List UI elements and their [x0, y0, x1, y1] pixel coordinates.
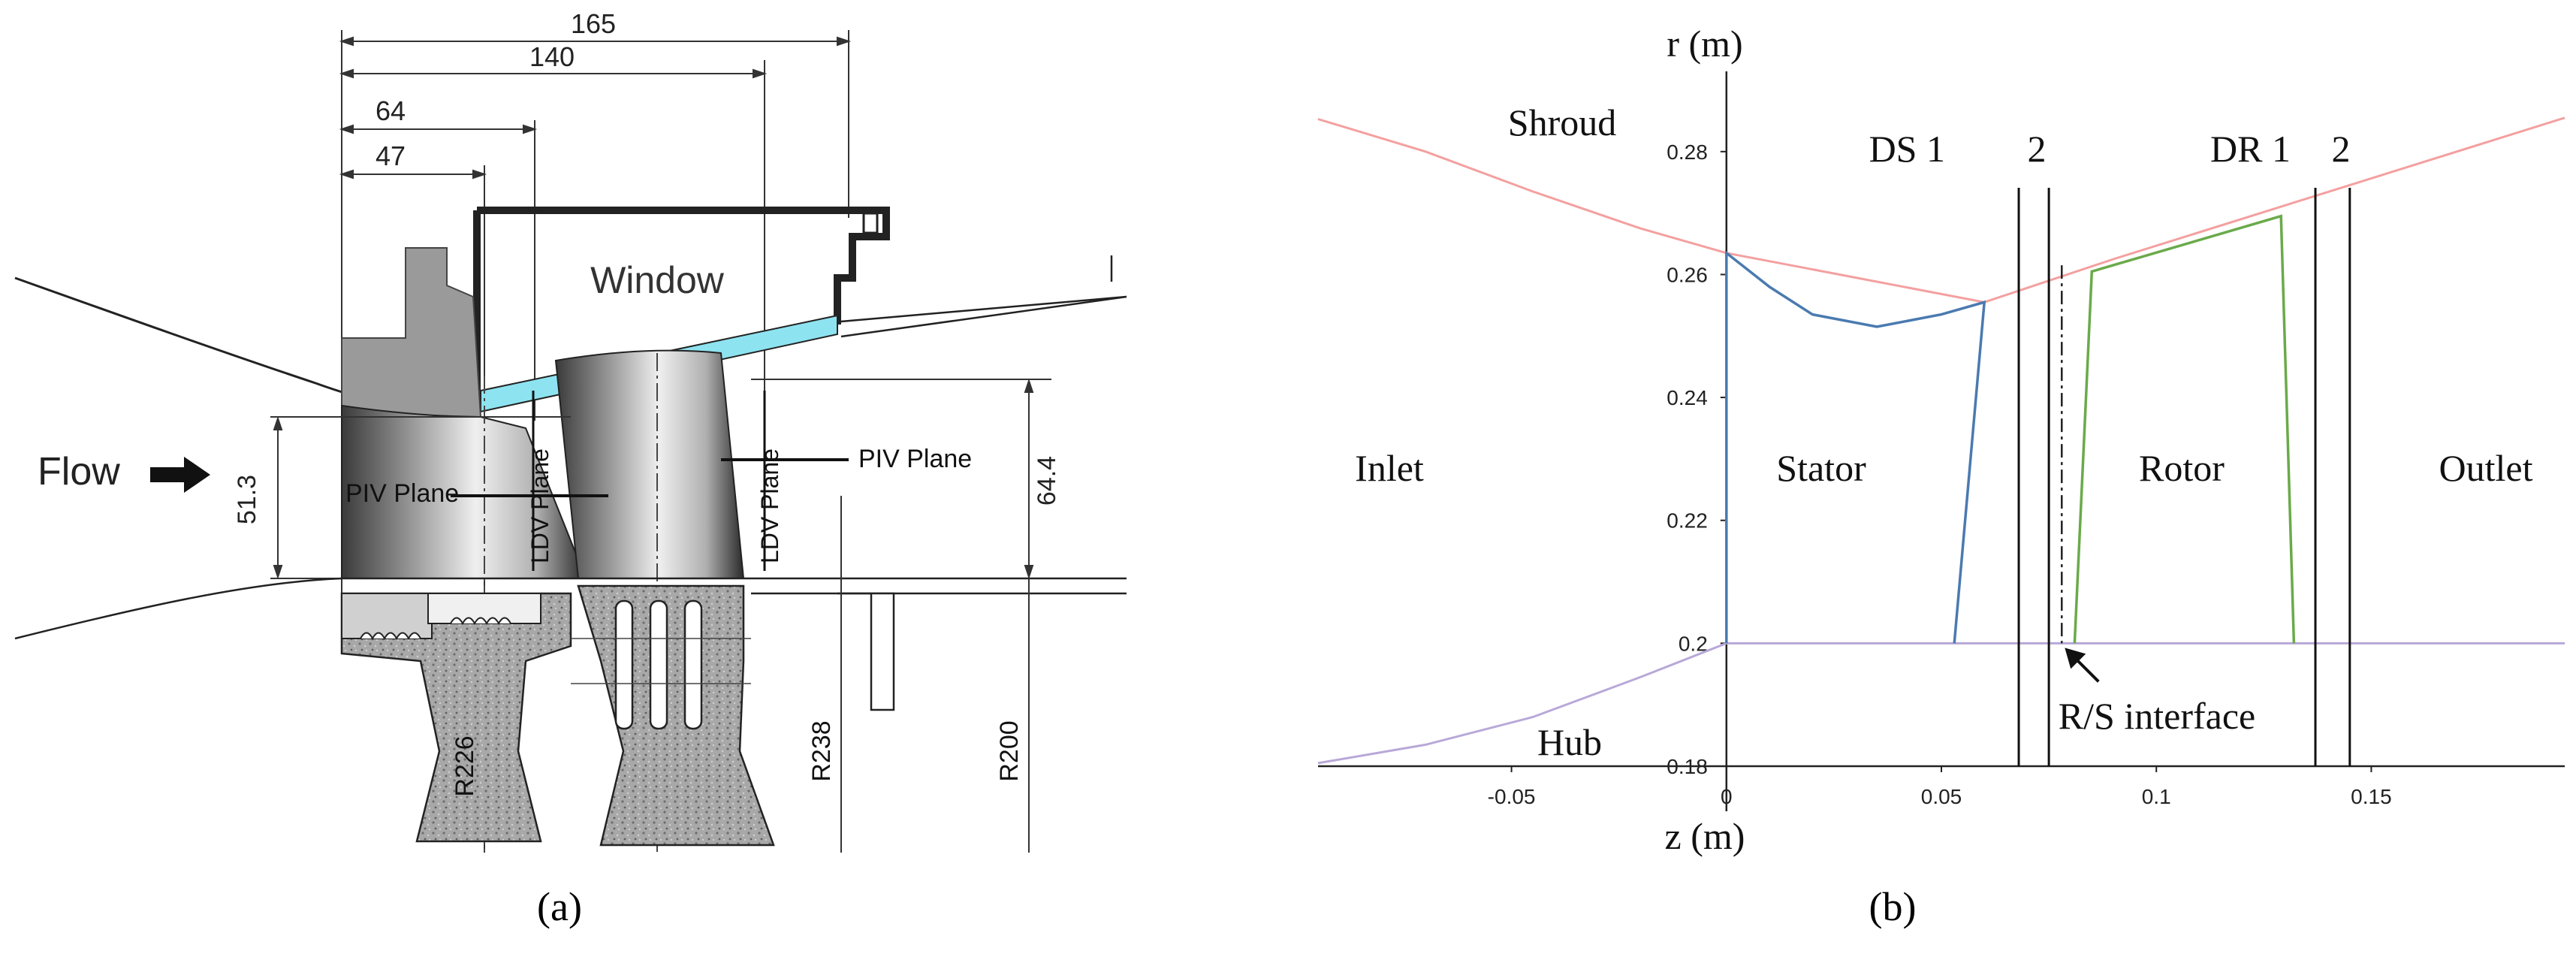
x-tick-label: -0.05	[1488, 785, 1536, 808]
dimension-lines	[339, 36, 852, 180]
x-tick-label: 0.15	[2351, 785, 2392, 808]
window-frame	[477, 207, 890, 325]
rs-interface-arrowhead-icon	[2065, 648, 2086, 669]
dr-station-label-2: 2	[2332, 128, 2351, 170]
y-tick-label: 0.18	[1667, 755, 1708, 778]
radius-lines	[840, 496, 1030, 853]
stator-outline	[1725, 250, 1986, 644]
ds-station-label: DS 1	[1869, 128, 1945, 170]
rotor-outline	[2073, 214, 2296, 644]
rotor-disk-left	[340, 592, 572, 843]
dim-64: 64	[376, 95, 406, 126]
region-inlet: Inlet	[1355, 447, 1424, 489]
x-tick-label: 0	[1721, 785, 1733, 808]
y-axis-label: r (m)	[1667, 23, 1742, 65]
shroud-contour-right	[840, 255, 1127, 338]
shroud-curve	[1317, 116, 2565, 303]
y-tick-label: 0.26	[1667, 263, 1708, 286]
seal-cavity	[427, 593, 541, 624]
dr-station-label: DR 1	[2210, 128, 2291, 170]
dim-64-4-line	[751, 378, 1051, 580]
window-flange-slot	[862, 212, 879, 234]
seal-block	[341, 593, 433, 639]
dim-51-3: 51.3	[233, 475, 261, 524]
ldv-plane-2-label: LDV Plane	[756, 448, 783, 563]
caption-a: (a)	[537, 884, 582, 929]
dim-51-3-line	[270, 415, 571, 580]
hub-support	[837, 592, 895, 711]
hub-curve	[1317, 642, 2565, 765]
rotor-disk-right	[577, 584, 775, 847]
radius-r238: R238	[807, 720, 836, 781]
rs-interface-label: R/S interface	[2059, 695, 2255, 737]
window-label: Window	[590, 259, 725, 301]
x-tick-label: 0.1	[2142, 785, 2171, 808]
panel-b-stations	[2017, 188, 2351, 766]
fir-tree-slots	[614, 599, 703, 730]
x-axis-label: z (m)	[1665, 815, 1745, 857]
radius-r200: R200	[995, 720, 1024, 781]
region-rotor: Rotor	[2139, 447, 2225, 489]
rotor-blade	[554, 349, 745, 579]
panel-b-static: r (m) z (m)	[1318, 23, 2565, 857]
y-tick-label: 0.24	[1667, 386, 1708, 409]
panel-b-curves	[1317, 116, 2565, 765]
region-outlet: Outlet	[2439, 447, 2533, 489]
ds-station-label-2: 2	[2028, 128, 2047, 170]
caption-b: (b)	[1869, 884, 1917, 929]
radius-r226: R226	[451, 735, 479, 796]
region-hub: Hub	[1537, 721, 1602, 763]
flow-label: Flow	[38, 450, 120, 494]
y-tick-label: 0.28	[1667, 140, 1708, 164]
stator-casing	[341, 247, 482, 418]
flow-arrow-icon	[150, 457, 210, 493]
piv-plane-2-label: PIV Plane	[858, 445, 972, 473]
seal-teeth	[360, 617, 511, 641]
piv-plane-1-label: PIV Plane	[345, 479, 459, 508]
x-tick-label: 0.05	[1921, 785, 1962, 808]
dim-64-4: 64.4	[1033, 456, 1061, 506]
panel-a-turbine-cross-section: 165 140 64 47 Window	[14, 8, 1127, 929]
region-stator: Stator	[1776, 447, 1866, 489]
ldv-plane-1-label: LDV Plane	[526, 448, 554, 563]
dim-47: 47	[376, 140, 406, 171]
dim-140: 140	[529, 41, 575, 72]
y-tick-label: 0.22	[1667, 509, 1708, 533]
dim-165: 165	[571, 8, 616, 39]
region-shroud: Shroud	[1508, 101, 1616, 143]
hub-contour	[14, 577, 1127, 640]
stator-vane	[341, 404, 587, 579]
